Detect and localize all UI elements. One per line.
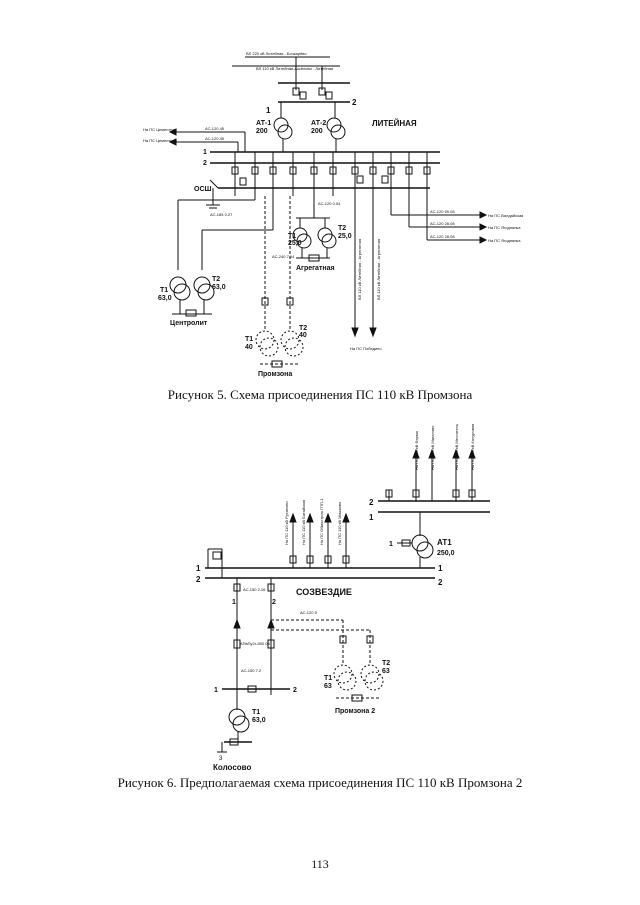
fig5-at2-power: 200: [311, 128, 323, 135]
figure-5-diagram: ВЛ 220 кВ Литейная - Бочкарёво ВЛ 110 кВ…: [143, 51, 523, 378]
page-number: 113: [311, 857, 329, 871]
fig5-right-line-1-wire: АС-120 69.08: [430, 209, 455, 214]
fig6-upper-line-4: На ПС 220 кВ Калуровая: [470, 424, 475, 470]
fig5-wire-promzona: АС-240 7.04: [272, 254, 295, 259]
fig5-right-line-3-wire: АС-120 28.08: [430, 234, 455, 239]
fig5-centrolit-t1: T1: [160, 287, 168, 294]
fig6-kolosovo-bus-1: 1: [214, 687, 218, 694]
fig6-lower-line-3: На ПС Обмостроя ГПП-1: [319, 498, 324, 545]
fig5-right-line-2-wire: АС-120 28.08: [430, 221, 455, 226]
fig6-at1-power: 250,0: [437, 550, 455, 557]
fig6-wire-cable: АПвПу2г-800 08: [240, 641, 271, 646]
fig5-centrolit-t2: T2: [212, 276, 220, 283]
fig5-top-line-2: ВЛ 110 кВ Литейная-Аксёново - Литейная: [256, 66, 333, 71]
fig6-bus-2-right: 2: [438, 578, 443, 587]
fig5-right-line-2-label: На ПС Ягоднянка: [488, 225, 521, 230]
fig6-upper-line-1: На ПС 220 кВ Ферма: [414, 430, 419, 470]
fig5-right-line-1-label: На ПС Валдайская: [488, 213, 523, 218]
fig6-kolosovo-name: Колосово: [213, 763, 251, 772]
fig5-osh-label: ОСШ: [194, 186, 212, 193]
fig6-bus220-2: 2: [369, 498, 374, 507]
fig5-at1-name: АТ-1: [256, 120, 271, 127]
fig5-vertical-line-1-label: ВЛ 110 кВ Литейная - Агрегатная: [357, 239, 362, 300]
fig5-left-line-1-label: На ПС Цементная: [143, 127, 177, 132]
fig6-bus-1: 1: [196, 564, 201, 573]
fig6-substation-name: СОЗВЕЗДИЕ: [296, 587, 352, 597]
fig5-vertical-line-2-label: ВЛ 110 кВ Литейная - Агрегатная: [376, 239, 381, 300]
figure-6-diagram: На ПС 220 кВ Ферма На ПС 220 кВ Мигалово…: [196, 424, 490, 772]
fig6-wire-mid: АС-150 7.2: [241, 668, 262, 673]
fig5-promzona-name: Промзона: [258, 371, 292, 378]
fig5-right-line-3-label: На ПС Ягоднянка: [488, 238, 521, 243]
fig5-bus-110-2: 2: [203, 160, 207, 167]
fig5-agreg-t2-power: 25,0: [338, 233, 352, 240]
fig6-at1-name: АТ1: [437, 538, 452, 547]
fig6-line-num-1: 1: [232, 599, 236, 606]
fig5-wire-agreg: АС-120 0.04: [318, 201, 341, 206]
fig6-promzona2-t1-power: 63: [324, 683, 332, 690]
fig5-agreg-t1-power: 25,0: [288, 240, 302, 247]
fig5-promzona-t2-power: 40: [299, 332, 307, 339]
fig5-left-line-1-wire: АС-120 45: [205, 126, 225, 131]
fig6-at1-bus-label: 1: [389, 541, 393, 548]
fig6-line-num-2: 2: [272, 599, 276, 606]
figure-5-caption: Рисунок 5. Схема присоединения ПС 110 кВ…: [167, 387, 473, 402]
fig5-left-line-2-label: На ПС Цементная: [143, 138, 177, 143]
fig5-promzona-t1: T1: [245, 336, 253, 343]
fig5-agreg-t2: T2: [338, 225, 346, 232]
fig6-upper-line-3: На ПС 220 кВ Мечтатель: [454, 424, 459, 470]
fig5-wire-centrolit: АС-185 0.27: [210, 212, 233, 217]
fig6-bus220-1: 1: [369, 513, 374, 522]
fig5-bus-1-label: 1: [266, 106, 271, 115]
fig5-top-line-1: ВЛ 220 кВ Литейная - Бочкарёво: [246, 51, 307, 56]
fig6-wire-branch: АС-120 5: [300, 610, 318, 615]
fig5-at1-power: 200: [256, 128, 268, 135]
fig5-centrolit-name: Центролит: [170, 320, 208, 327]
fig5-bottom-line-label: На ПС Победино: [350, 346, 382, 351]
fig6-kolosovo-t1-power: 63,0: [252, 717, 266, 724]
fig6-promzona2-t1: T1: [324, 675, 332, 682]
fig6-lower-line-2: На ПС 110 кВ Батайская: [301, 500, 306, 545]
fig6-kolosovo-bus-2: 2: [293, 687, 297, 694]
fig6-kolosovo-bus-3: 3: [219, 756, 223, 762]
fig5-left-line-2-wire: АС-120 45: [205, 136, 225, 141]
fig6-wire-main: АС-150 2.16: [243, 587, 266, 592]
fig6-upper-line-2: На ПС 220 кВ Мигалово: [430, 425, 435, 470]
fig6-promzona2-name: Промзона 2: [335, 708, 375, 715]
figure-6-caption: Рисунок 6. Предполагаемая схема присоеди…: [117, 775, 523, 790]
fig5-agreg-t1: T1: [288, 233, 296, 240]
fig6-lower-line-4: На ПС 110 кВ Мишково: [337, 501, 342, 545]
fig5-promzona-t1-power: 40: [245, 344, 253, 351]
fig5-centrolit-t1-power: 63,0: [158, 295, 172, 302]
fig5-promzona-t2: T2: [299, 325, 307, 332]
fig5-agreg-name: Агрегатная: [296, 265, 335, 272]
fig5-substation-name: ЛИТЕЙНАЯ: [372, 119, 417, 128]
fig6-kolosovo-t1: T1: [252, 709, 260, 716]
fig6-bus-2: 2: [196, 575, 201, 584]
fig5-at2-name: АТ-2: [311, 120, 326, 127]
fig6-bus-1-right: 1: [438, 564, 443, 573]
fig6-promzona2-t2-power: 63: [382, 668, 390, 675]
fig6-lower-line-1: На ПС 110 кВ Русаново: [284, 501, 289, 545]
fig5-bus-2-label: 2: [352, 98, 357, 107]
fig5-centrolit-t2-power: 63,0: [212, 284, 226, 291]
fig5-bus-110-1: 1: [203, 149, 207, 156]
fig6-promzona2-t2: T2: [382, 660, 390, 667]
